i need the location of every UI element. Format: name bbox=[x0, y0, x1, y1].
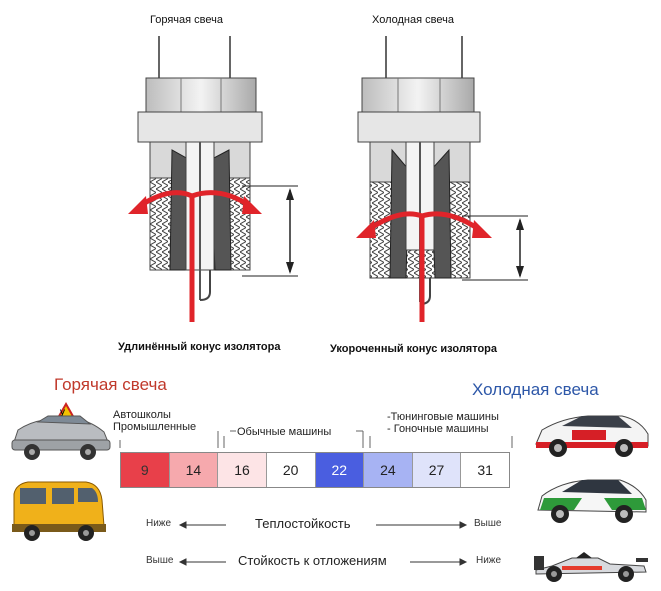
heat-rating-cell: 22 bbox=[315, 453, 365, 487]
sedan-car-icon: У bbox=[11, 401, 111, 460]
deposit-resistance-low-label: Ниже bbox=[476, 555, 502, 566]
deposit-resistance-label: Стойкость к отложениям bbox=[238, 553, 387, 568]
heat-rating-cell: 20 bbox=[266, 453, 316, 487]
category-driving-schools-industrial: Автошколы Промышленные bbox=[113, 409, 197, 433]
cold-plug-label: Холодная свеча bbox=[472, 380, 599, 399]
cold-plug-title: Холодная свеча bbox=[372, 14, 454, 26]
heat-resistance-high-label: Выше bbox=[474, 518, 502, 529]
hot-spark-plug bbox=[128, 36, 298, 322]
rally-car-green-icon bbox=[537, 479, 647, 523]
hot-plug-label: Горячая свеча bbox=[54, 375, 167, 394]
van-icon bbox=[12, 481, 106, 541]
heat-rating-cell: 16 bbox=[218, 453, 267, 487]
formula-car-icon bbox=[534, 552, 648, 582]
heat-rating-cell: 31 bbox=[461, 453, 509, 487]
heat-resistance-label: Теплостойкость bbox=[255, 516, 351, 531]
cold-spark-plug bbox=[356, 36, 528, 322]
heat-rating-cell: 14 bbox=[169, 453, 219, 487]
heat-rating-cell: 9 bbox=[121, 453, 170, 487]
category-regular-cars: Обычные машины bbox=[237, 426, 332, 438]
spark-plug-diagrams bbox=[128, 36, 528, 322]
svg-text:У: У bbox=[60, 409, 66, 419]
deposit-resistance-high-label: Выше bbox=[146, 555, 174, 566]
category-brackets bbox=[119, 430, 513, 448]
heat-resistance-low-label: Ниже bbox=[146, 518, 172, 529]
rally-car-red-icon bbox=[535, 415, 649, 457]
cold-plug-caption: Укороченный конус изолятора bbox=[330, 343, 498, 355]
heat-rating-cell: 27 bbox=[412, 453, 462, 487]
hot-plug-caption: Удлинённый конус изолятора bbox=[118, 341, 281, 353]
category-tuning-racing-cars: -Тюнинговые машины - Гоночные машины bbox=[387, 411, 499, 435]
legend-arrows bbox=[178, 521, 468, 566]
hot-plug-title: Горячая свеча bbox=[150, 14, 223, 26]
heat-rating-scale: 9 14 16 20 22 24 27 31 bbox=[120, 452, 510, 488]
heat-rating-cell: 24 bbox=[364, 453, 413, 487]
